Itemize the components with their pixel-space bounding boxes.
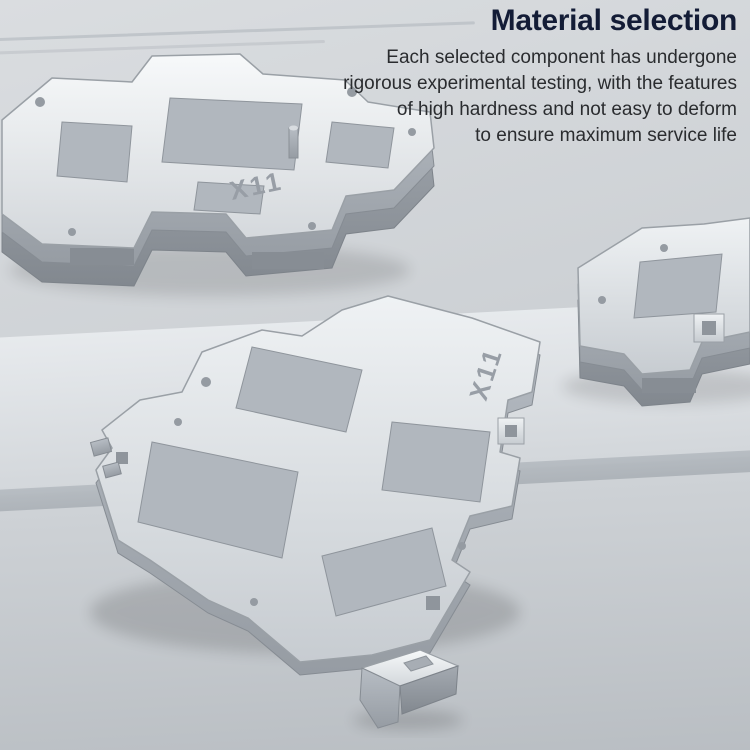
tab-square-hole: [693, 313, 725, 343]
description-line: rigorous experimental testing, with the …: [343, 73, 737, 94]
fixture-top-left: X11: [1, 53, 435, 287]
description-line: of high hardness and not easy to deform: [396, 99, 737, 120]
fixture-center: X11: [89, 295, 541, 676]
edge-clip: [89, 437, 122, 479]
fixture-right: [577, 217, 750, 407]
side-slot: [252, 252, 324, 269]
tab-square-hole: [497, 417, 525, 445]
description-line: Each selected component has undergone: [386, 47, 737, 68]
alignment-pin: [288, 125, 299, 159]
clamp-block: [359, 649, 460, 729]
side-slot: [642, 378, 696, 393]
page-title: Material selection: [490, 4, 738, 37]
description-line: to ensure maximum service life: [475, 125, 737, 146]
header-block: Material selection Each selected compone…: [267, 4, 737, 149]
side-slot: [70, 248, 134, 265]
description: Each selected component has undergone ri…: [267, 45, 737, 149]
